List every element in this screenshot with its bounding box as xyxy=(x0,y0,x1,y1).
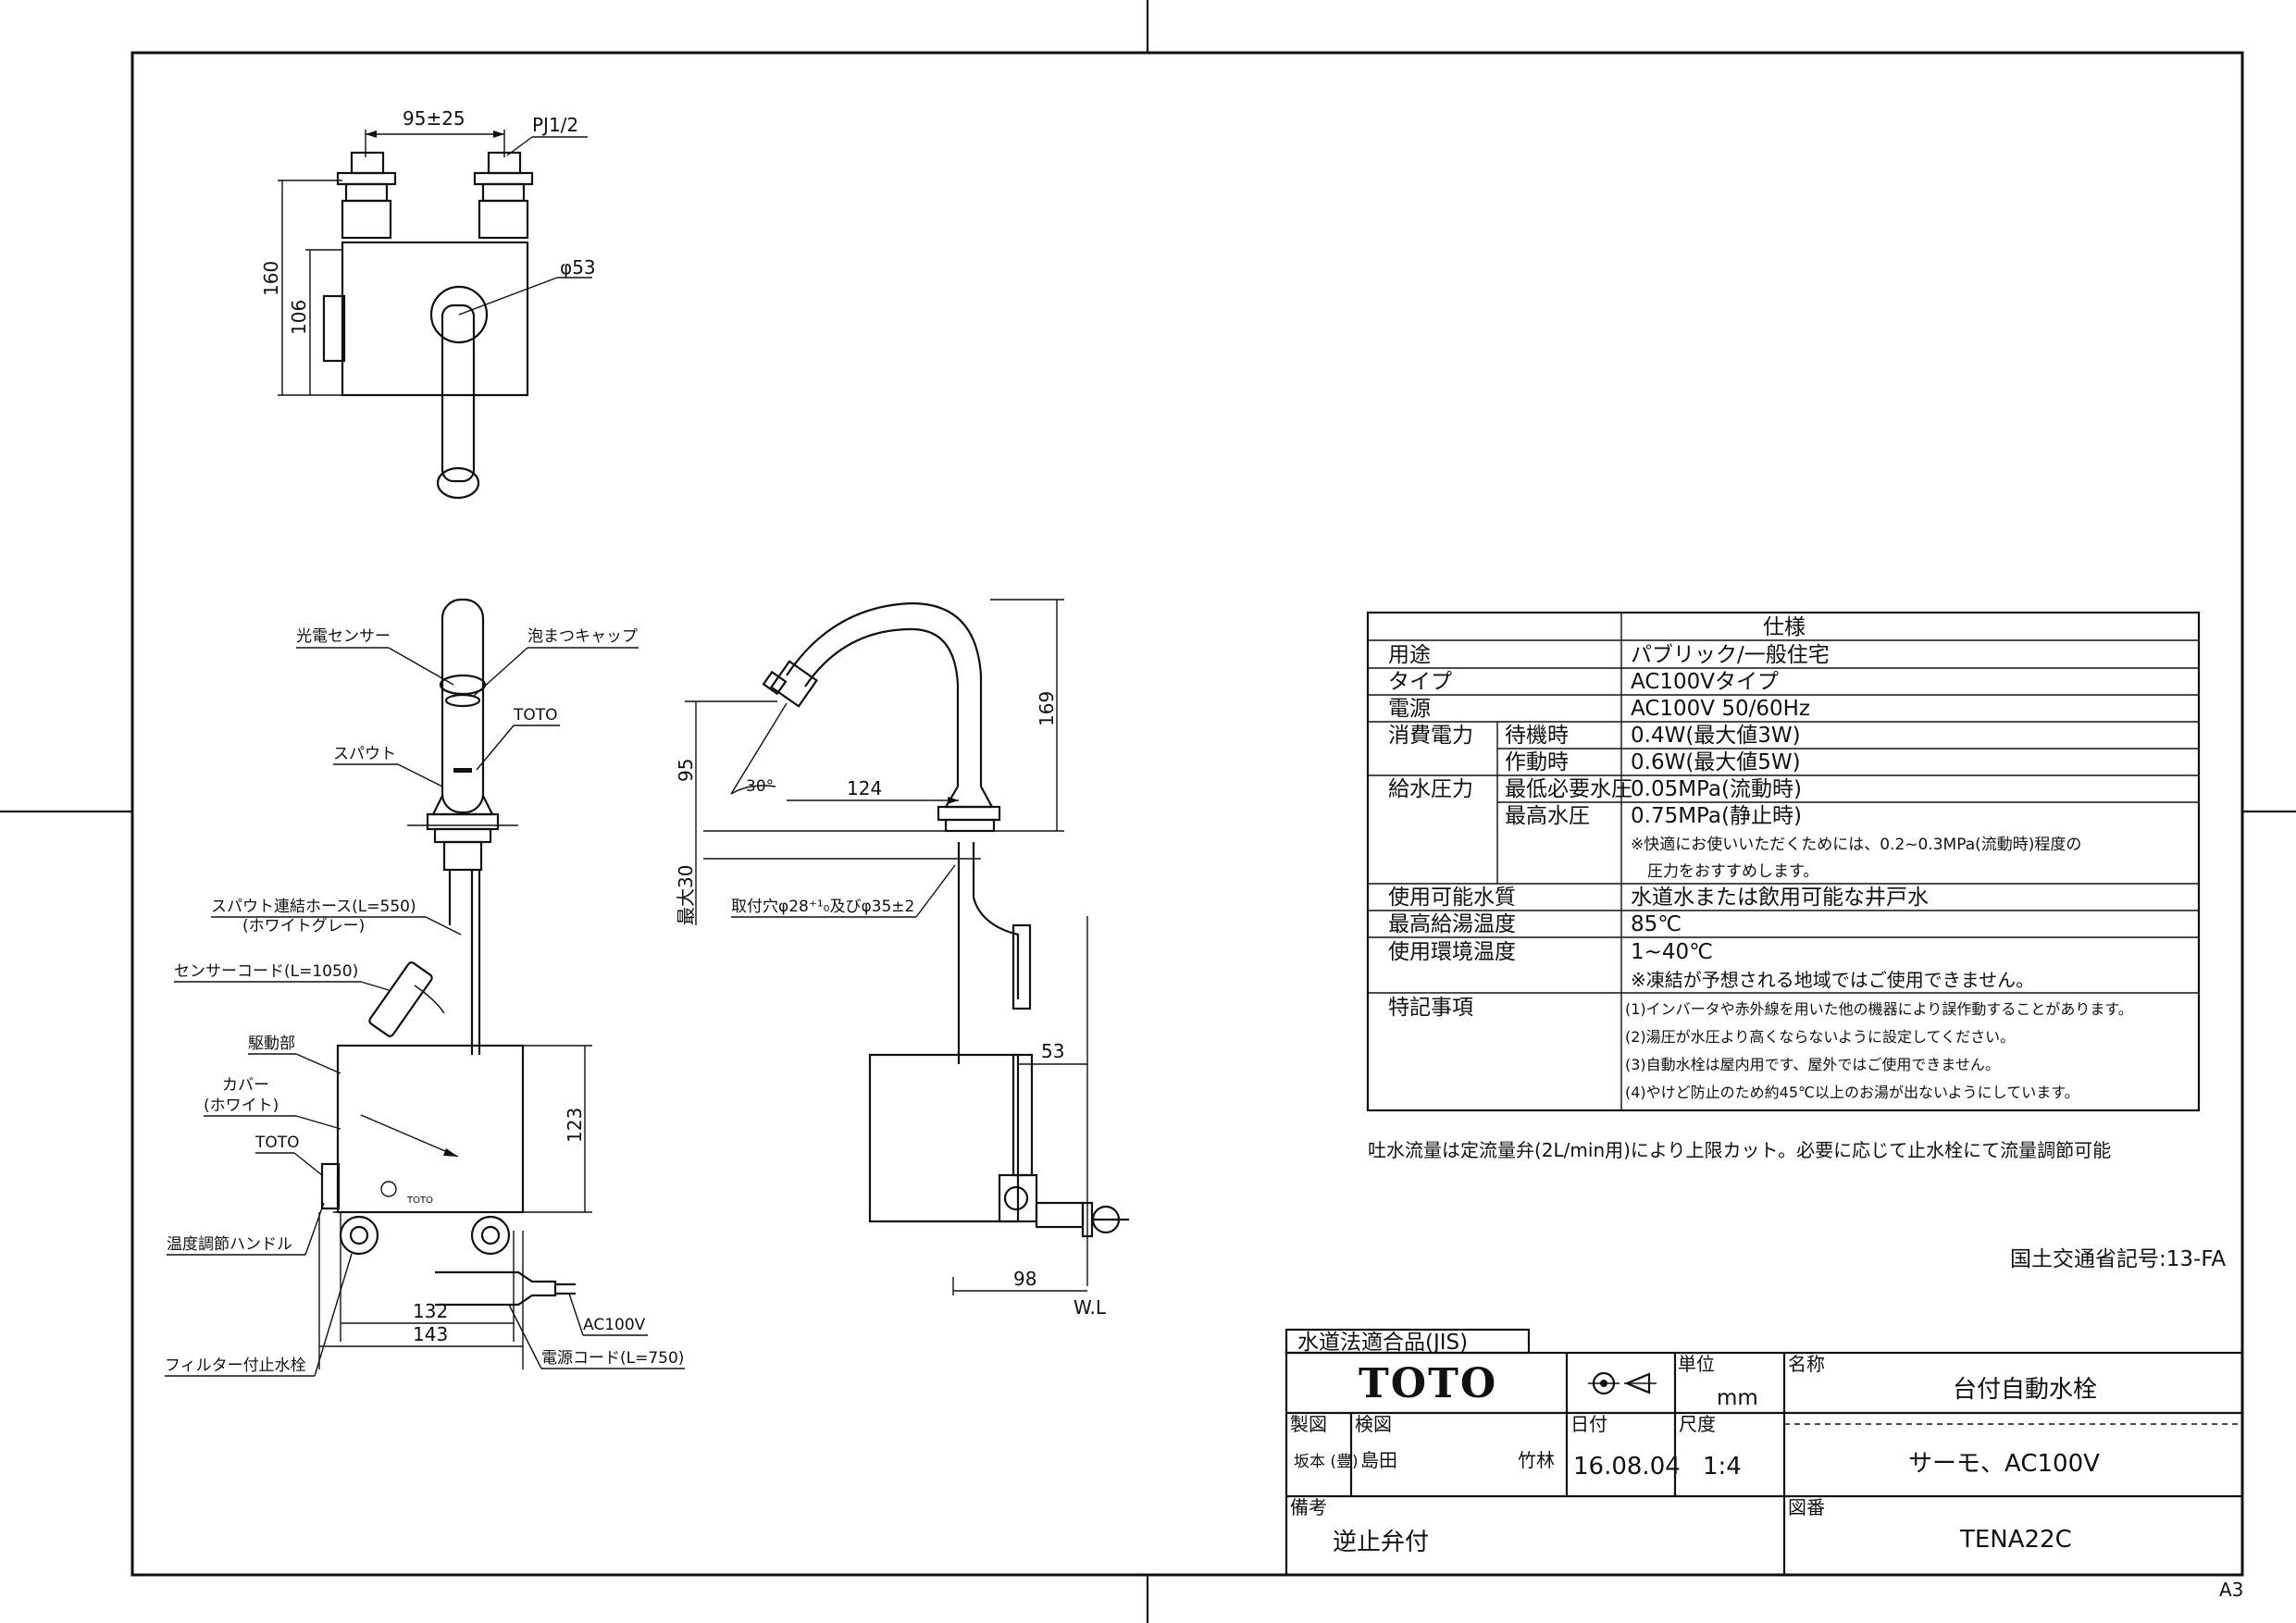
name-label: 名称 xyxy=(1788,1353,1825,1375)
spec-label: 最高給湯温度 xyxy=(1388,912,1516,936)
label-ac100v: AC100V xyxy=(583,1316,646,1334)
dim-h-95: 95 xyxy=(675,759,697,782)
jis-label: 水道法適合品(JIS) xyxy=(1297,1331,1468,1355)
spec-value: ※快適にお使いいただくためには、0.2~0.3MPa(流動時)程度の xyxy=(1631,835,2081,854)
dim-dia-53: φ53 xyxy=(560,256,596,279)
spec-value: 85℃ xyxy=(1631,912,1682,936)
checked-label: 検図 xyxy=(1355,1413,1392,1435)
side-view: 169 95 30° 124 最大30 取付穴φ28⁺¹₀及びφ35±2 53 … xyxy=(675,599,1129,1319)
spec-value: (4)やけど防止のため約45℃以上のお湯が出ないようにしています。 xyxy=(1625,1084,2079,1101)
label-cover: カバー xyxy=(222,1076,269,1095)
flow-note: 吐水流量は定流量弁(2L/min用)により上限カット。必要に応じて止水栓にて流量… xyxy=(1368,1139,2111,1161)
dim-w-132: 132 xyxy=(413,1300,448,1322)
remarks-label: 備考 xyxy=(1290,1496,1327,1518)
label-photo-sensor: 光電センサー xyxy=(296,627,391,646)
scale-value: 1:4 xyxy=(1703,1453,1742,1481)
spec-label: 使用可能水質 xyxy=(1388,886,1516,910)
spec-value: 0.4W(最大値3W) xyxy=(1631,724,1801,748)
label-drive-unit: 駆動部 xyxy=(248,1035,295,1053)
label-spout-hose: スパウト連結ホース(L=550) xyxy=(211,898,416,916)
svg-text:TOTO: TOTO xyxy=(406,1196,433,1206)
spec-value: (2)湯圧が水圧より高くならないように設定してください。 xyxy=(1625,1028,2015,1046)
label-temp-handle: 温度調節ハンドル xyxy=(167,1235,292,1254)
label-filter-valve: フィルター付止水栓 xyxy=(165,1357,306,1375)
label-power-cord: 電源コード(L=750) xyxy=(541,1349,684,1368)
sheet-border xyxy=(130,51,2244,1577)
spec-label: タイプ xyxy=(1388,670,1452,694)
spec-value: (3)自動水栓は屋内用です、屋外ではご使用できません。 xyxy=(1625,1056,2000,1073)
top-view: 95±25 PJ1/2 φ53 160 106 xyxy=(260,107,596,500)
spec-label: 特記事項 xyxy=(1388,996,1473,1020)
spec-value: パブリック/一般住宅 xyxy=(1631,643,1830,667)
spec-value: ※凍結が予想される地域ではご使用できません。 xyxy=(1631,969,2034,991)
label-sensor-cord: センサーコード(L=1050) xyxy=(174,962,358,981)
spec-sub: 待機時 xyxy=(1505,724,1569,748)
label-toto-mark: TOTO xyxy=(513,706,558,725)
label-spout-hose-color: (ホワイトグレー) xyxy=(242,917,365,935)
spec-label: 給水圧力 xyxy=(1388,777,1473,801)
drawn-label: 製図 xyxy=(1290,1413,1327,1435)
spec-value: AC100Vタイプ xyxy=(1631,670,1779,694)
title-block: 水道法適合品(JIS) TOTO 単位 mm 名称 台付自動水栓 製図 坂本 (… xyxy=(1285,1328,2244,1577)
spec-value: 0.75MPa(静止時) xyxy=(1631,804,1802,828)
dim-mount-hole: 取付穴φ28⁺¹₀及びφ35±2 xyxy=(731,898,914,916)
dim-d-53: 53 xyxy=(1041,1040,1064,1062)
spec-label: 用途 xyxy=(1388,643,1431,667)
sheet-size: A3 xyxy=(2219,1579,2243,1601)
spec-label: 使用環境温度 xyxy=(1388,940,1516,964)
dim-top-width: 95±25 xyxy=(403,107,465,130)
spec-value: (1)インバータや赤外線を用いた他の機器により誤作動することがあります。 xyxy=(1625,1000,2133,1018)
spec-value: 水道水または飲用可能な井戸水 xyxy=(1631,886,1929,910)
spec-value: 0.05MPa(流動時) xyxy=(1631,777,1802,801)
date-label: 日付 xyxy=(1570,1413,1607,1435)
drawn-by: 坂本 (豊) xyxy=(1294,1453,1359,1471)
projection-symbol xyxy=(1588,1371,1657,1395)
spec-value: 1~40℃ xyxy=(1631,940,1713,964)
spec-value: 圧力をおすすめします。 xyxy=(1647,862,1818,881)
front-view: TOTO 123 132 143 光電センサー 泡まつキャップ TOTO xyxy=(165,598,685,1377)
spec-sub: 作動時 xyxy=(1505,750,1569,774)
name-value: 台付自動水栓 xyxy=(1953,1376,2097,1404)
dim-h-160: 160 xyxy=(260,261,282,296)
ministry-code: 国土交通省記号:13-FA xyxy=(2010,1247,2226,1271)
spec-header: 仕様 xyxy=(1763,615,1806,639)
spec-value: AC100V 50/60Hz xyxy=(1631,697,1810,721)
scale-label: 尺度 xyxy=(1679,1413,1716,1435)
unit-value: mm xyxy=(1717,1386,1758,1410)
dim-wl: W.L xyxy=(1074,1296,1107,1319)
label-cover-color: (ホワイト) xyxy=(204,1096,279,1115)
dim-h-169: 169 xyxy=(1036,691,1058,726)
dim-d-98: 98 xyxy=(1013,1268,1036,1290)
dim-angle-30: 30° xyxy=(746,777,774,796)
dim-h-123: 123 xyxy=(564,1108,586,1143)
subtitle: サーモ、AC100V xyxy=(1908,1450,2100,1478)
dim-max-30: 最大30 xyxy=(675,865,697,925)
unit-label: 単位 xyxy=(1678,1353,1715,1375)
label-spout: スパウト xyxy=(333,745,396,763)
date-value: 16.08.04 xyxy=(1573,1453,1681,1481)
drawing-no-label: 図番 xyxy=(1788,1496,1825,1518)
checked-by: 島田 xyxy=(1360,1449,1397,1471)
dim-reach-124: 124 xyxy=(847,777,882,799)
spec-label: 電源 xyxy=(1388,697,1431,721)
dim-thread: PJ1/2 xyxy=(532,114,578,136)
remarks-value: 逆止弁付 xyxy=(1333,1529,1429,1556)
spec-label: 消費電力 xyxy=(1388,724,1473,748)
spec-value: 0.6W(最大値5W) xyxy=(1631,750,1801,774)
dim-w-143: 143 xyxy=(413,1323,448,1345)
approved-by: 竹林 xyxy=(1518,1449,1555,1471)
toto-logo: TOTO xyxy=(1359,1360,1497,1407)
dim-h-106: 106 xyxy=(288,300,310,335)
spec-table: 仕様 用途 パブリック/一般住宅 タイプ AC100Vタイプ 電源 AC100V… xyxy=(1366,611,2201,1112)
label-toto-unit: TOTO xyxy=(254,1134,300,1152)
label-aerator-cap: 泡まつキャップ xyxy=(527,627,638,646)
spec-sub: 最高水圧 xyxy=(1505,804,1590,828)
spec-sub: 最低必要水圧 xyxy=(1505,777,1632,801)
drawing-no: TENA22C xyxy=(1959,1526,2072,1554)
